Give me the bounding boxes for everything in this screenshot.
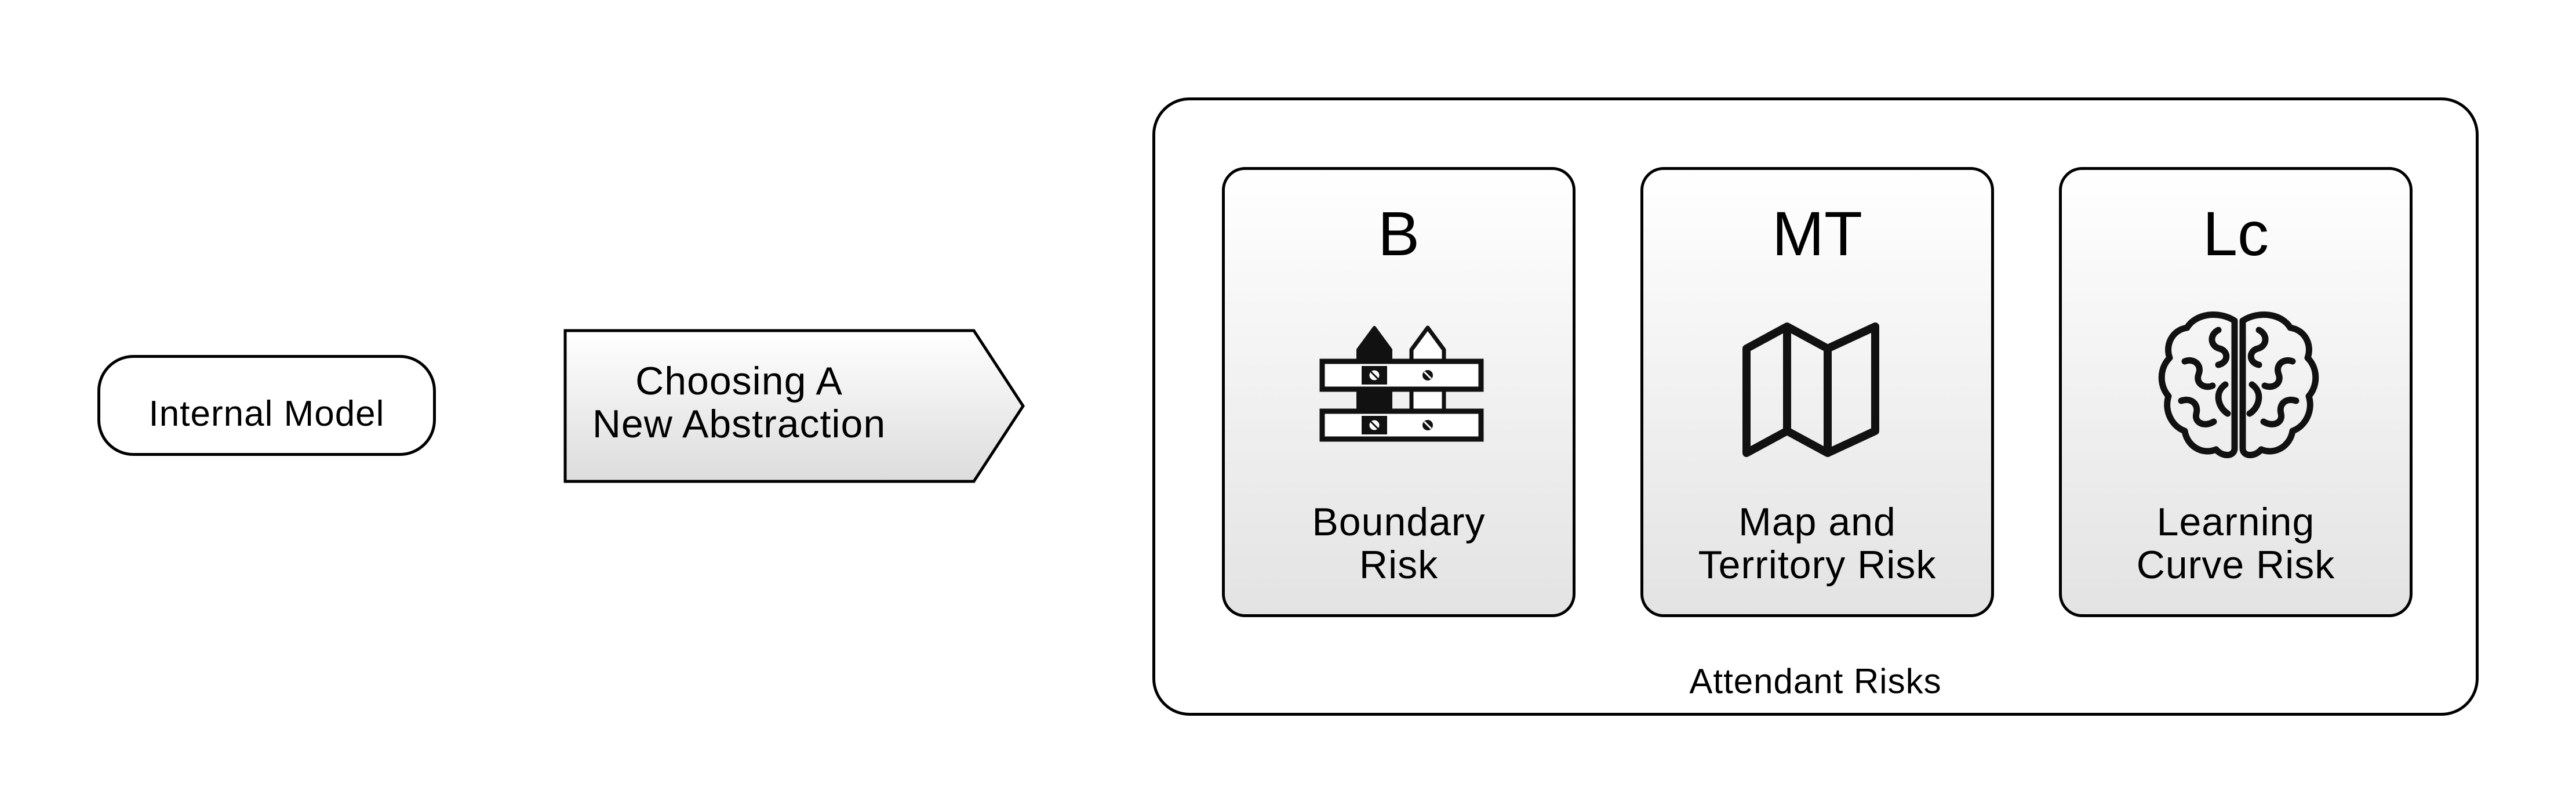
- risk-abbreviation: B: [1377, 198, 1420, 269]
- risk-card-boundary: B Boundary Risk: [1222, 167, 1576, 617]
- internal-model-node: Internal Model: [97, 355, 436, 456]
- risk-abbreviation: Lc: [2202, 198, 2269, 269]
- risk-card-learning-curve: Lc Learning Curve Risk: [2059, 167, 2413, 617]
- risk-name-line1: Map and: [1738, 500, 1896, 544]
- action-label-line2: New Abstraction: [592, 402, 886, 446]
- risk-name-line2: Curve Risk: [2136, 543, 2335, 587]
- action-arrow: [563, 329, 1025, 483]
- risk-name-line1: Learning: [2156, 500, 2315, 544]
- risk-name: Map and Territory Risk: [1643, 501, 1991, 586]
- risk-card-map-territory: MT Map and Territory Risk: [1640, 167, 1994, 617]
- fence-icon: [1319, 325, 1484, 442]
- attendant-risks-label: Attendant Risks: [1689, 662, 1942, 701]
- risk-name-line2: Risk: [1359, 543, 1439, 587]
- internal-model-label: Internal Model: [148, 393, 385, 434]
- action-label-line1: Choosing A: [635, 359, 843, 403]
- map-icon: [1742, 322, 1879, 457]
- risk-name-line2: Territory Risk: [1698, 543, 1937, 587]
- risk-abbreviation: MT: [1772, 198, 1862, 269]
- risk-name: Boundary Risk: [1225, 501, 1573, 586]
- risk-name: Learning Curve Risk: [2062, 501, 2410, 586]
- action-label: Choosing A New Abstraction: [565, 360, 913, 445]
- risk-name-line1: Boundary: [1312, 500, 1486, 544]
- brain-icon: [2158, 311, 2319, 458]
